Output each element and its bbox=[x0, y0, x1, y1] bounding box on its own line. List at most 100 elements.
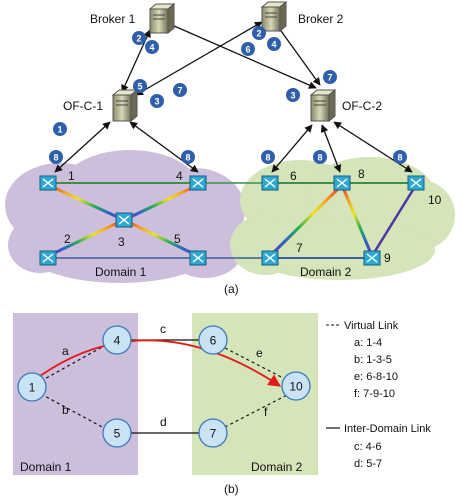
link-letter: d bbox=[160, 415, 167, 429]
switch-icon bbox=[39, 250, 57, 266]
domain-2-label-b: Domain 2 bbox=[251, 460, 303, 474]
svg-text:2: 2 bbox=[256, 29, 261, 39]
svg-text:7: 7 bbox=[177, 86, 182, 96]
step-badge: 8 bbox=[181, 150, 195, 164]
switch-label: 2 bbox=[64, 232, 71, 246]
link-letter: f bbox=[264, 405, 268, 419]
svg-text:7: 7 bbox=[327, 73, 332, 83]
svg-text:5: 5 bbox=[114, 427, 121, 441]
step-badge: 6 bbox=[241, 42, 255, 56]
caption-b: (b) bbox=[224, 482, 239, 496]
legend-inter-title: Inter-Domain Link bbox=[344, 423, 431, 435]
legend-item: a: 1-4 bbox=[354, 337, 382, 349]
svg-text:1: 1 bbox=[57, 125, 62, 135]
legend-item: c: 4-6 bbox=[354, 441, 382, 453]
controller-2-server-icon bbox=[309, 88, 337, 123]
switch-icon bbox=[39, 175, 57, 191]
switch-icon bbox=[333, 175, 351, 191]
domain-2-label: Domain 2 bbox=[300, 265, 352, 279]
step-badge: 2 bbox=[252, 26, 266, 40]
switch-icon bbox=[261, 250, 279, 266]
link-letter: b bbox=[62, 403, 69, 417]
broker-2-server-icon bbox=[260, 0, 288, 33]
broker-1-label: Broker 1 bbox=[90, 12, 136, 26]
legend-item: f: 7-9-10 bbox=[354, 388, 395, 400]
svg-text:8: 8 bbox=[185, 153, 190, 163]
switch-icon bbox=[115, 212, 133, 228]
link-letters: a b c d e f bbox=[62, 322, 268, 429]
step-badge: 1 bbox=[53, 122, 67, 136]
controller-1-server-icon bbox=[111, 88, 139, 123]
legend-item: d: 5-7 bbox=[354, 458, 382, 470]
switch-icon bbox=[189, 175, 207, 191]
svg-text:1: 1 bbox=[29, 381, 36, 395]
virtual-links bbox=[40, 345, 288, 429]
step-badge: 7 bbox=[173, 83, 187, 97]
step-badge: 8 bbox=[261, 150, 275, 164]
switch-label: 9 bbox=[384, 251, 391, 265]
broker-1-server-icon bbox=[148, 2, 176, 35]
step-badge: 4 bbox=[145, 40, 159, 54]
step-badge: 4 bbox=[267, 37, 281, 51]
svg-text:8: 8 bbox=[265, 153, 270, 163]
caption-a: (a) bbox=[224, 282, 239, 296]
path-arrow bbox=[39, 339, 282, 387]
svg-text:4: 4 bbox=[271, 40, 276, 50]
step-badge: 7 bbox=[323, 70, 337, 84]
svg-text:4: 4 bbox=[149, 43, 154, 53]
graph-node: 5 bbox=[102, 418, 132, 448]
step-badge: 5 bbox=[133, 79, 147, 93]
domain-2-cloud bbox=[230, 157, 455, 280]
switch-label: 4 bbox=[176, 169, 183, 183]
switch-icon bbox=[407, 175, 425, 191]
switch-label: 10 bbox=[428, 193, 442, 207]
graph-nodes: 1 4 5 6 7 10 bbox=[17, 325, 311, 448]
svg-text:7: 7 bbox=[210, 427, 217, 441]
graph-node: 7 bbox=[198, 418, 228, 448]
switch-label: 7 bbox=[296, 241, 303, 255]
switch-label: 3 bbox=[118, 235, 125, 249]
switches bbox=[39, 175, 425, 266]
switch-label: 5 bbox=[174, 232, 181, 246]
link-letter: c bbox=[160, 322, 166, 336]
graph-node: 6 bbox=[198, 325, 228, 355]
svg-text:3: 3 bbox=[290, 91, 295, 101]
svg-text:4: 4 bbox=[114, 334, 121, 348]
graph-node: 4 bbox=[102, 325, 132, 355]
switch-labels: 1 2 3 4 5 6 7 8 9 10 bbox=[64, 167, 442, 265]
domain-1-label-b: Domain 1 bbox=[20, 460, 72, 474]
switch-icon bbox=[261, 175, 279, 191]
svg-text:8: 8 bbox=[317, 153, 322, 163]
legend-item: b: 1-3-5 bbox=[354, 354, 392, 366]
control-arrows bbox=[54, 21, 413, 173]
switch-label: 6 bbox=[290, 169, 297, 183]
step-badges: 2 4 2 4 6 5 7 3 7 3 1 8 8 8 8 8 bbox=[49, 26, 407, 164]
svg-text:8: 8 bbox=[397, 153, 402, 163]
switch-label: 8 bbox=[358, 167, 365, 181]
legend: Virtual Link a: 1-4 b: 1-3-5 e: 6-8-10 f… bbox=[326, 320, 431, 470]
link-letter: a bbox=[62, 344, 69, 358]
controller-2-label: OF-C-2 bbox=[342, 99, 382, 113]
broker-2-label: Broker 2 bbox=[298, 12, 344, 26]
network-links bbox=[46, 182, 418, 259]
domain-1-label: Domain 1 bbox=[95, 265, 147, 279]
link-letter: e bbox=[256, 346, 263, 360]
svg-text:6: 6 bbox=[245, 45, 250, 55]
controller-1-label: OF-C-1 bbox=[63, 99, 103, 113]
legend-virtual-title: Virtual Link bbox=[344, 320, 399, 332]
step-badge: 2 bbox=[132, 31, 146, 45]
svg-text:2: 2 bbox=[136, 34, 141, 44]
switch-label: 1 bbox=[68, 169, 75, 183]
step-badge: 3 bbox=[286, 88, 300, 102]
step-badge: 8 bbox=[393, 150, 407, 164]
switch-icon bbox=[363, 250, 381, 266]
svg-text:6: 6 bbox=[210, 334, 217, 348]
switch-icon bbox=[189, 250, 207, 266]
graph-node: 10 bbox=[281, 371, 311, 401]
svg-text:3: 3 bbox=[154, 97, 159, 107]
legend-item: e: 6-8-10 bbox=[354, 371, 398, 383]
step-badge: 8 bbox=[313, 150, 327, 164]
svg-text:10: 10 bbox=[289, 380, 303, 394]
svg-text:8: 8 bbox=[53, 153, 58, 163]
